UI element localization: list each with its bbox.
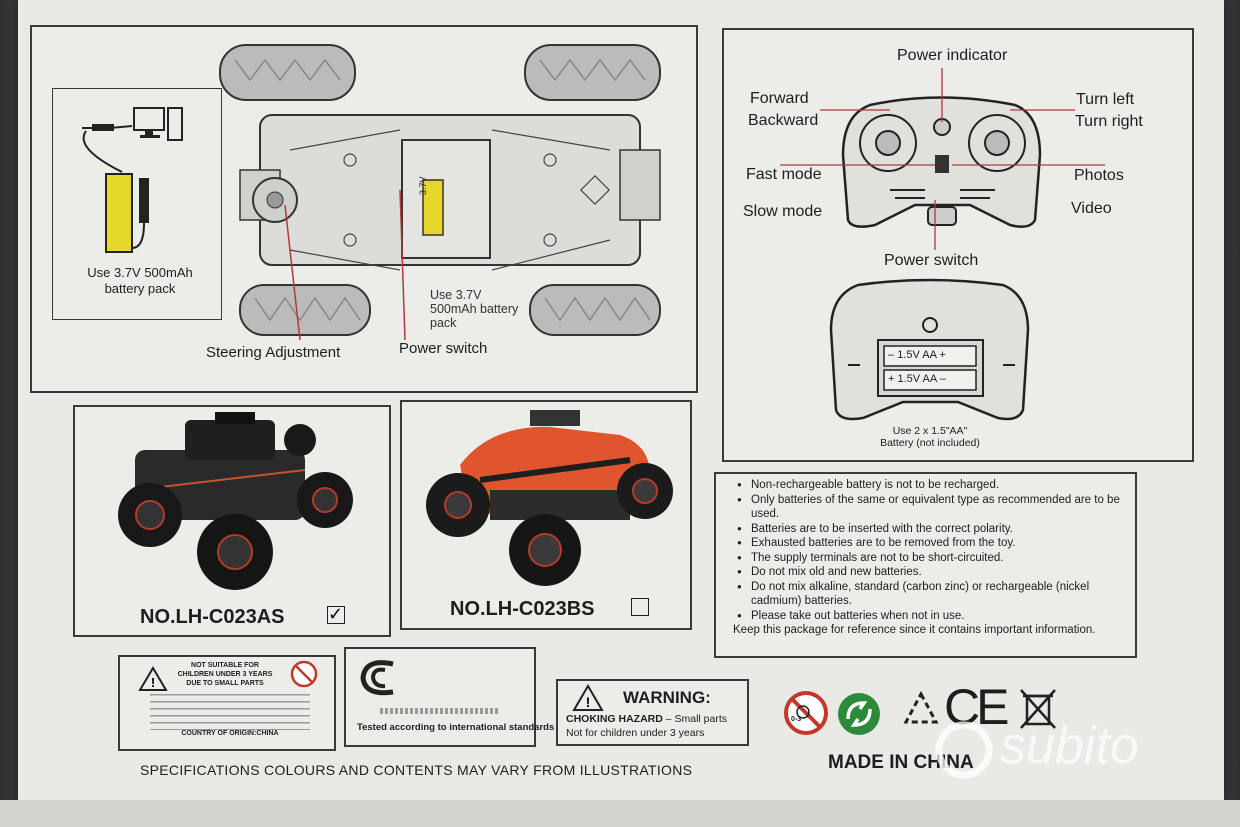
backward-label: Backward <box>748 112 819 129</box>
car-battery-text: 3.7V <box>418 176 428 195</box>
battery-bay <box>401 139 491 259</box>
charging-label: Use 3.7V 500mAh battery pack <box>87 265 193 296</box>
model-a-checkbox[interactable]: ✓ <box>327 604 345 624</box>
controller-back-illustration <box>829 278 1030 421</box>
car-chassis-illustration <box>219 44 661 341</box>
monitor-icon <box>133 107 165 131</box>
charging-illustration <box>82 107 183 253</box>
age-warning-line1: NOT SUITABLE FOR <box>191 662 259 669</box>
warning-title: WARNING: <box>623 688 711 707</box>
arabic-standards-text <box>380 708 500 714</box>
safety-note: Do not mix alkaline, standard (carbon zi… <box>735 580 1135 609</box>
battery-note-2: Battery (not included) <box>880 437 980 449</box>
choking-hazard: CHOKING HAZARD <box>566 713 663 725</box>
aa-battery-2 <box>883 369 977 391</box>
table-surface <box>0 800 1240 827</box>
battery-pack-icon <box>105 173 133 253</box>
tested-standards-icon <box>360 660 394 696</box>
power-switch-label: Power switch <box>399 340 488 357</box>
arabic-text-block <box>150 694 310 730</box>
charger-cable <box>139 178 149 223</box>
controller-front-illustration <box>841 96 1042 228</box>
turn-right-label: Turn right <box>1075 113 1143 130</box>
watermark: subito <box>1000 717 1139 775</box>
safety-note: Do not mix old and new batteries. <box>735 565 1135 580</box>
svg-text:!: ! <box>151 675 155 690</box>
choking-warning-box <box>556 679 749 746</box>
safety-note: Batteries are to be inserted with the co… <box>735 522 1135 537</box>
photos-label: Photos <box>1074 167 1124 184</box>
model-b-name: NO.LH-C023BS <box>450 598 595 620</box>
forward-label: Forward <box>750 90 809 107</box>
fast-mode-label: Fast mode <box>746 166 822 183</box>
controller-power-switch-label: Power switch <box>884 252 979 269</box>
car-battery-icon <box>422 179 444 236</box>
aa-battery-1 <box>883 345 977 367</box>
svg-text:!: ! <box>586 694 591 710</box>
video-label: Video <box>1071 200 1112 217</box>
model-a-name: NO.LH-C023AS <box>140 606 285 628</box>
turn-left-label: Turn left <box>1076 91 1135 108</box>
tire-tread <box>234 58 651 322</box>
model-a-car-image <box>118 412 353 590</box>
choking-hazard-rest: – Small parts <box>665 713 728 725</box>
safety-note: Please take out batteries when not in us… <box>735 609 1135 624</box>
safety-note: Exhausted batteries are to be removed fr… <box>735 536 1135 551</box>
right-stick-ring <box>968 114 1026 172</box>
safety-note: The supply terminals are not to be short… <box>735 551 1135 566</box>
model-b-car-image <box>426 410 673 586</box>
weee-bin-icon <box>1020 689 1056 729</box>
recycling-icon <box>903 690 939 724</box>
pc-tower-icon <box>167 107 183 141</box>
specifications-disclaimer: SPECIFICATIONS COLOURS AND CONTENTS MAY … <box>140 762 693 778</box>
choking-hazard-age: Not for children under 3 years <box>566 727 705 739</box>
right-stick-icon <box>984 130 1010 156</box>
battery-cell-1: – 1.5V AA + <box>888 349 946 361</box>
battery-note-1: Use 2 x 1.5"AA" <box>892 425 968 437</box>
steering-pointer <box>284 204 301 341</box>
warning-triangle-icon: ! <box>138 666 168 691</box>
power-indicator-label: Power indicator <box>897 47 1008 64</box>
left-stick-icon <box>875 130 901 156</box>
power-pointer <box>399 189 406 341</box>
steering-adjustment-label: Steering Adjustment <box>206 344 341 361</box>
no-small-children-icon <box>290 660 318 688</box>
usb-plug-icon <box>92 124 114 131</box>
model-b-checkbox[interactable] <box>631 598 649 616</box>
age-warning-line3: DUE TO SMALL PARTS <box>186 680 264 687</box>
cell1-text: 1.5V AA <box>897 349 937 361</box>
tire-front-left <box>219 44 661 336</box>
age-warning-line2: CHILDREN UNDER 3 YEARS <box>177 671 273 678</box>
keep-package-note: Keep this package for reference since it… <box>733 624 1096 636</box>
age-restriction-icon <box>784 691 828 735</box>
mode-switch <box>935 155 949 173</box>
cell2-text: 1.5V AA <box>897 373 937 385</box>
left-stick-ring <box>859 114 917 172</box>
safety-note: Non-rechargeable battery is not to be re… <box>735 478 1135 493</box>
slow-mode-label: Slow mode <box>743 203 823 220</box>
battery-cell-2: + 1.5V AA – <box>888 373 946 385</box>
charging-inset <box>52 88 222 320</box>
choking-warning-triangle-icon: ! <box>572 684 604 711</box>
car-battery-label: Use 3.7V 500mAh battery pack <box>430 288 519 330</box>
subito-logo-icon <box>935 721 993 779</box>
green-dot-icon <box>838 693 880 735</box>
choking-hazard-line: CHOKING HAZARD – Small parts <box>566 713 727 725</box>
standards-label: Tested according to international standa… <box>357 722 555 733</box>
country-of-origin: COUNTRY OF ORIGIN:CHINA <box>181 730 279 737</box>
safety-note: Only batteries of the same or equivalent… <box>735 493 1135 522</box>
age-badge-text: 0-3 <box>791 716 802 723</box>
controller-pointer-lines <box>780 68 1105 250</box>
safety-notes-list: Non-rechargeable battery is not to be re… <box>735 478 1135 623</box>
